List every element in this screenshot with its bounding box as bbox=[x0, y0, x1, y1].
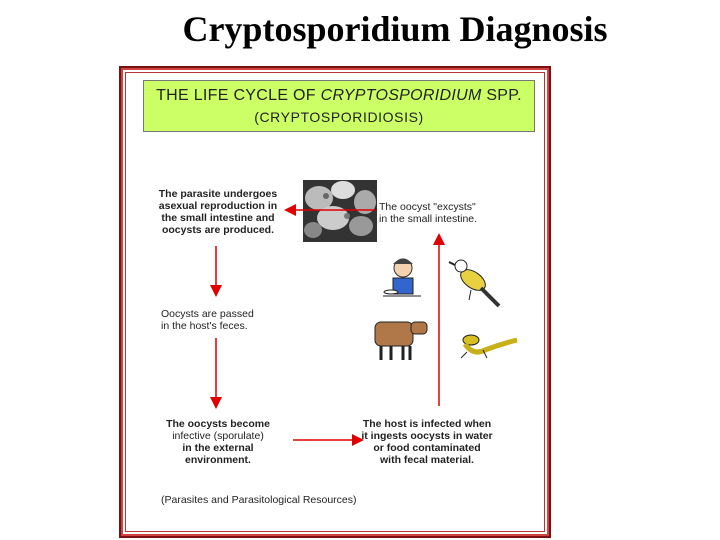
step-line: the small intestine and bbox=[161, 212, 275, 224]
micrograph-image bbox=[303, 180, 377, 242]
header-line-1: THE LIFE CYCLE OF CRYPTOSPORIDIUM SPP. bbox=[144, 87, 534, 105]
diagram-graphics bbox=[210, 180, 518, 446]
step-line: in the host's feces. bbox=[161, 320, 248, 332]
step-line: Oocysts are passed bbox=[161, 308, 254, 320]
step-asexual-text: The parasite undergoes asexual reproduct… bbox=[153, 188, 283, 236]
step-line: or food contaminated bbox=[373, 442, 481, 454]
step-line: in the external bbox=[182, 442, 254, 454]
step-line: The oocysts become bbox=[166, 418, 270, 430]
header-text-c: SPP. bbox=[481, 87, 522, 104]
slide-title: Cryptosporidium Diagnosis bbox=[182, 9, 608, 49]
step-sporulate-text: The oocysts become infective (sporulate)… bbox=[153, 418, 283, 466]
step-line: environment. bbox=[185, 454, 251, 466]
step-line: it ingests oocysts in water bbox=[361, 430, 493, 442]
header-line-2: (CRYPTOSPORIDIOSIS) bbox=[254, 109, 424, 125]
step-line: with fecal material. bbox=[380, 454, 474, 466]
step-line: The parasite undergoes bbox=[158, 188, 278, 200]
step-line: The host is infected when bbox=[362, 418, 492, 430]
diagram-inner-border bbox=[125, 72, 545, 532]
diagram-header: THE LIFE CYCLE OF CRYPTOSPORIDIUM SPP. (… bbox=[143, 80, 535, 132]
diagram-frame: THE LIFE CYCLE OF CRYPTOSPORIDIUM SPP. (… bbox=[119, 66, 551, 538]
step-line: oocysts are produced. bbox=[161, 224, 275, 236]
step-excyst-text: The oocyst "excysts" in the small intest… bbox=[379, 201, 477, 225]
lizard-icon bbox=[460, 334, 518, 359]
step-line: in the small intestine. bbox=[379, 213, 478, 225]
bird-icon bbox=[448, 259, 501, 308]
step-infected-text: The host is infected when it ingests ooc… bbox=[353, 418, 501, 466]
credit-text: (Parasites and Parasitological Resources… bbox=[161, 494, 357, 506]
person-eating-icon bbox=[383, 258, 421, 297]
header-text-italic: CRYPTOSPORIDIUM bbox=[320, 87, 482, 104]
step-passed-text: Oocysts are passed in the host's feces. bbox=[161, 308, 254, 332]
cow-icon bbox=[374, 321, 428, 360]
step-line: infective (sporulate) bbox=[172, 430, 264, 442]
step-line: The oocyst "excysts" bbox=[379, 201, 476, 213]
header-text-a: THE LIFE CYCLE OF bbox=[156, 87, 321, 104]
step-line: asexual reproduction in bbox=[158, 200, 278, 212]
